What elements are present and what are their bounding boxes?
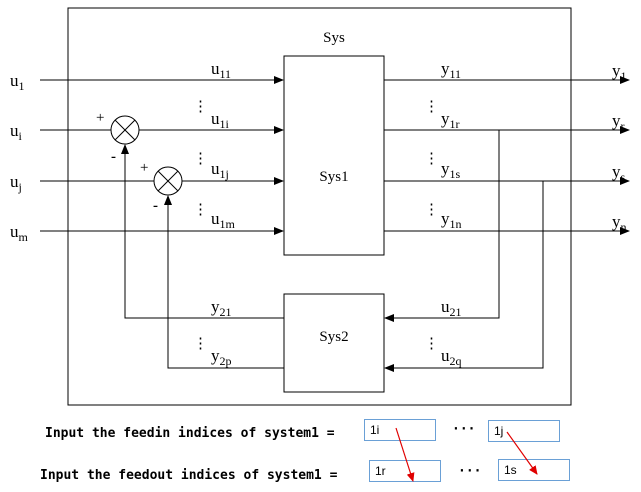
summing-junction-j	[153, 166, 183, 196]
sys2-output-label-y21: y21	[211, 297, 232, 319]
sys2-output-label-y2p: y2p	[211, 346, 232, 368]
sys1-input-label-u1i: u1i	[211, 109, 230, 131]
outer-system-box	[67, 7, 572, 406]
plus-sign-i: +	[96, 110, 104, 126]
feedin-first-input[interactable]: 1i	[364, 419, 436, 441]
feedback-path-r	[384, 130, 500, 322]
sys1-input-label-u1m: u1m	[211, 209, 236, 231]
feedin-last-input[interactable]: 1j	[488, 420, 560, 442]
sys1-label: Sys1	[319, 169, 348, 185]
feedin-ellipsis: ···	[452, 422, 475, 437]
feedout-last-input[interactable]: 1s	[498, 459, 570, 481]
feedin-label: Input the feedin indices of system1 =	[45, 426, 335, 441]
vdots-left-3: ⋮	[193, 202, 208, 218]
input-label-uj: uj	[10, 172, 22, 194]
sys1-output-label-y1s: y1s	[441, 159, 461, 181]
outer-system-title: Sys	[323, 30, 345, 46]
minus-sign-i: -	[111, 149, 116, 165]
sys2-input-label-u2q: u2q	[441, 346, 462, 368]
vdots-left-1: ⋮	[193, 99, 208, 115]
sys2-label: Sys2	[319, 329, 348, 345]
feedback-path-y2p	[164, 195, 284, 369]
feedout-ellipsis: ···	[458, 464, 481, 479]
input-label-um: um	[10, 222, 29, 244]
output-label-yr: yr	[612, 111, 625, 133]
sys1-output-label-y11: y11	[441, 59, 461, 81]
feedback-path-y21	[121, 144, 284, 319]
output-label-ys: ys	[612, 162, 626, 184]
sys1-block	[283, 55, 385, 256]
vdots-right-3: ⋮	[424, 202, 439, 218]
vdots-sys2-right: ⋮	[424, 336, 439, 352]
sys2-block	[283, 293, 385, 393]
feedout-first-input[interactable]: 1r	[369, 460, 441, 482]
output-label-yn: yn	[612, 212, 627, 234]
output-label-y1: y1	[612, 61, 627, 83]
feedout-label: Input the feedout indices of system1 =	[40, 468, 338, 483]
vdots-right-1: ⋮	[424, 99, 439, 115]
input-label-u1: u1	[10, 71, 25, 93]
input-label-ui: ui	[10, 121, 23, 143]
vdots-right-2: ⋮	[424, 151, 439, 167]
minus-sign-j: -	[153, 198, 158, 214]
sys1-input-label-u1j: u1j	[211, 159, 229, 181]
feedback-path-s	[384, 181, 544, 372]
sys1-output-label-y1n: y1n	[441, 209, 462, 231]
sys1-input-label-u11: u11	[211, 59, 231, 81]
vdots-left-2: ⋮	[193, 151, 208, 167]
sys1-output-label-y1r: y1r	[441, 109, 460, 131]
summing-junction-i	[110, 115, 140, 145]
plus-sign-j: +	[140, 160, 148, 176]
sys2-input-label-u21: u21	[441, 297, 462, 319]
vdots-sys2-left: ⋮	[193, 336, 208, 352]
